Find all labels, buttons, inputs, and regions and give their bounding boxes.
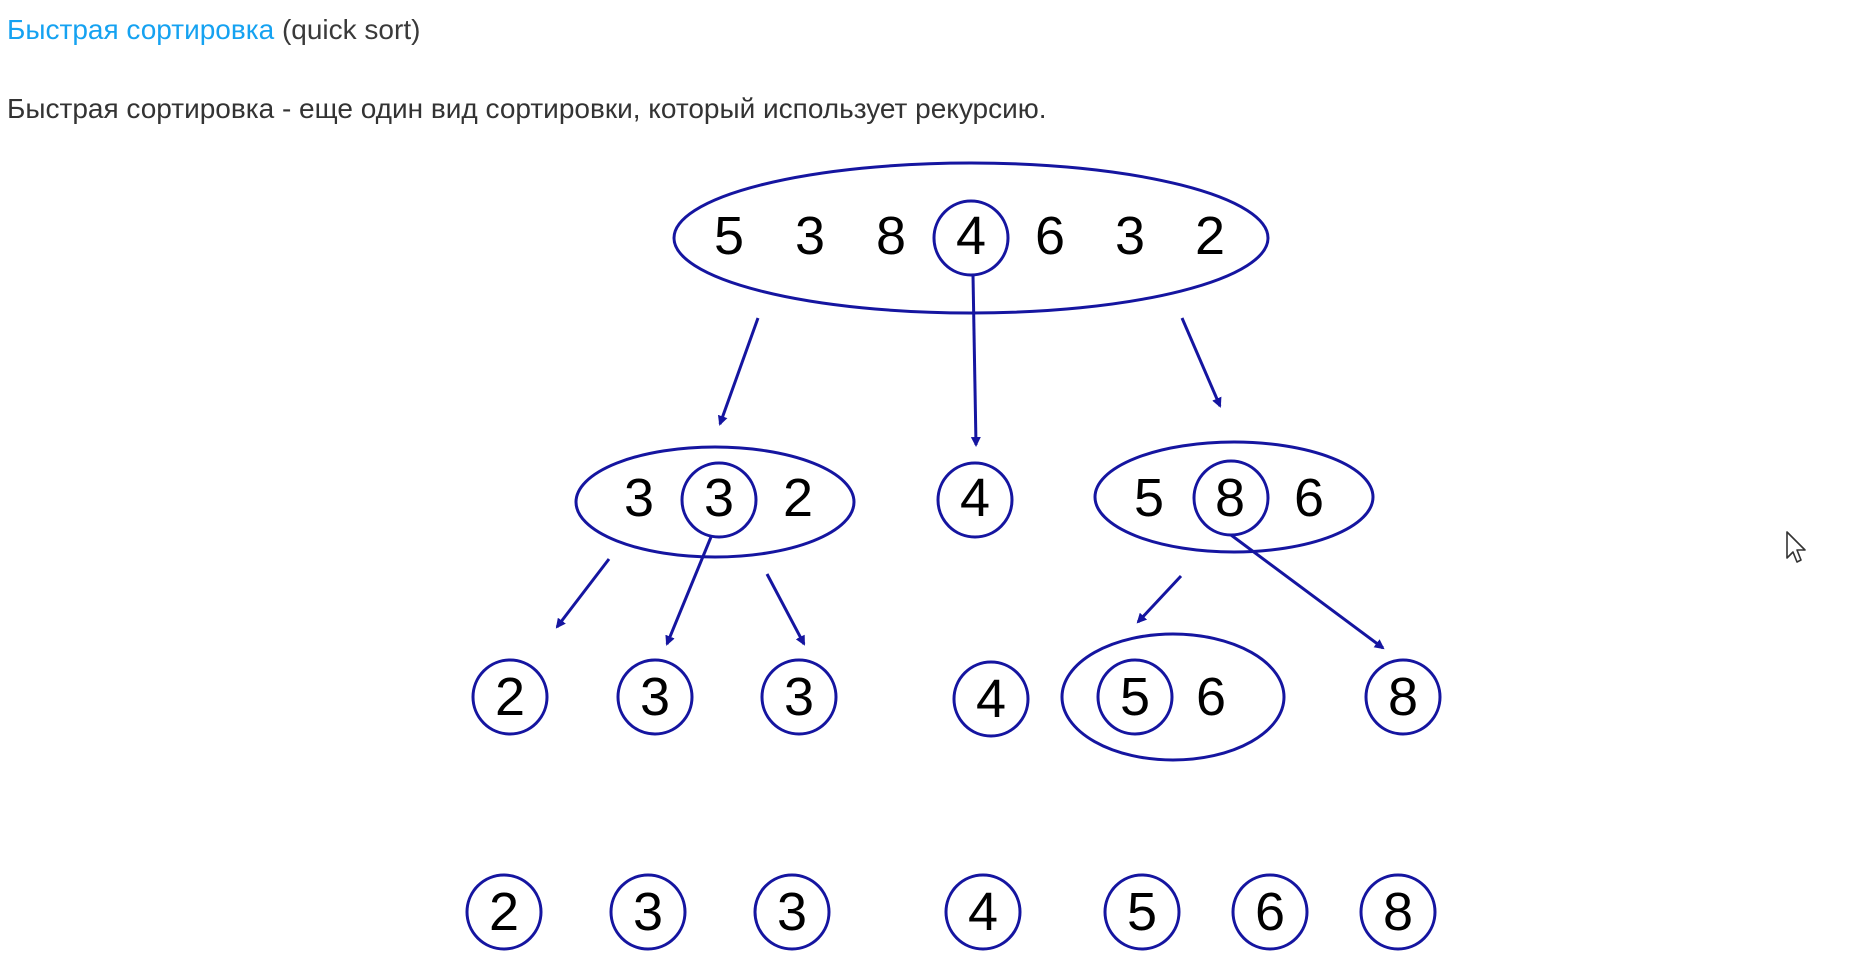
arrow-left-to-greater [765, 573, 806, 646]
level1-left-pivot-circle [680, 461, 758, 539]
result-digit: 2 [489, 882, 519, 942]
level2-group-pivot-digit: 5 [1120, 667, 1150, 727]
intro-paragraph: Быстрая сортировка - еще один вид сортир… [7, 93, 1047, 124]
level0-pivot-circle [932, 199, 1010, 277]
arrow-right-to-less [1136, 574, 1183, 624]
result-digit: 4 [968, 882, 998, 942]
arrow-to-right-partition [1180, 317, 1222, 408]
level1-middle-digit: 4 [960, 468, 990, 528]
result-digit: 3 [633, 882, 663, 942]
arrow-left-to-pivot [665, 536, 713, 646]
result-digit: 6 [1255, 882, 1285, 942]
section-heading: Быстрая сортировка (quick sort) [7, 14, 420, 46]
arrow-left-to-less [555, 558, 611, 629]
level0-digit: 8 [876, 206, 906, 266]
level0-digit: 2 [1195, 206, 1225, 266]
level0-digit: 5 [714, 206, 744, 266]
result-circle [1103, 873, 1181, 951]
level2-digit-a: 2 [495, 667, 525, 727]
level1-left-oval [574, 445, 856, 559]
level2-circle-c [760, 658, 838, 736]
level1-left-pivot-digit: 3 [704, 468, 734, 528]
result-digit: 3 [777, 882, 807, 942]
level1-right-digit: 6 [1294, 468, 1324, 528]
result-digit: 8 [1383, 882, 1413, 942]
result-circle [753, 873, 831, 951]
result-circle [1359, 873, 1437, 951]
arrow-to-pivot [970, 274, 981, 447]
level1-right-pivot-digit: 8 [1215, 468, 1245, 528]
level2-circle-a [471, 658, 549, 736]
level0-digit: 6 [1035, 206, 1065, 266]
level2-group-oval [1060, 632, 1286, 762]
arrow-to-left-partition [717, 317, 760, 426]
level2-circle-b [616, 658, 694, 736]
heading-link[interactable]: Быстрая сортировка [7, 14, 275, 45]
result-digit: 5 [1127, 882, 1157, 942]
level0-digit: 3 [1115, 206, 1145, 266]
result-circle [465, 873, 543, 951]
level1-middle-circle [936, 461, 1014, 539]
level2-digit-c: 3 [784, 667, 814, 727]
mouse-cursor-icon [1786, 531, 1806, 563]
level2-circle-f [1364, 658, 1442, 736]
level2-digit-b: 3 [640, 667, 670, 727]
level1-right-oval [1093, 440, 1375, 554]
heading-suffix: (quick sort) [274, 14, 421, 45]
level1-right-digit: 5 [1134, 468, 1164, 528]
level0-digit: 3 [795, 206, 825, 266]
result-circle [609, 873, 687, 951]
result-circle [1231, 873, 1309, 951]
result-circle [944, 873, 1022, 951]
level0-array-oval [672, 161, 1270, 315]
level2-group-digit: 6 [1196, 667, 1226, 727]
level2-digit-f: 8 [1388, 667, 1418, 727]
level1-left-digit: 3 [624, 468, 654, 528]
arrow-right-to-pivot [1230, 533, 1385, 650]
level0-pivot-digit: 4 [956, 206, 986, 266]
level2-digit-d: 4 [976, 669, 1006, 729]
level2-group-pivot-circle [1096, 658, 1174, 736]
level2-circle-d [952, 660, 1030, 738]
level1-left-digit: 2 [783, 468, 813, 528]
